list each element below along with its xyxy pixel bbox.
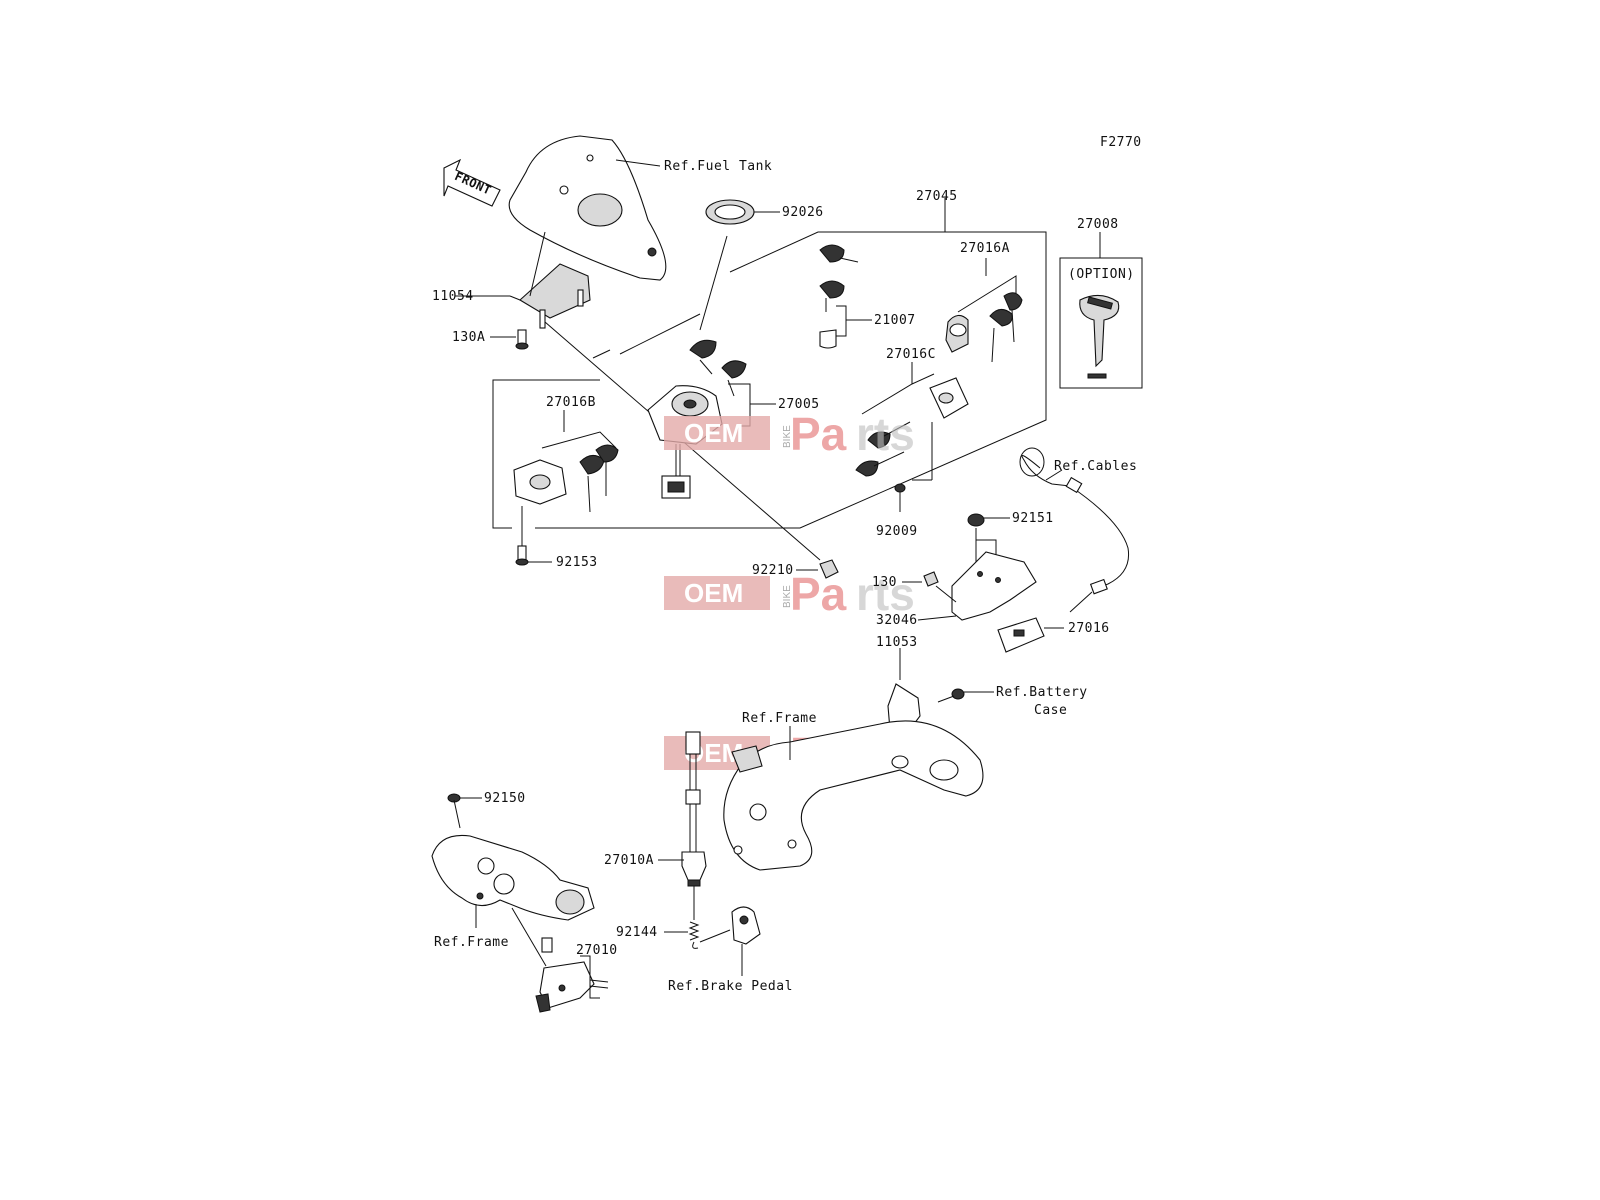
front-arrow-icon: FRONT	[443, 158, 501, 207]
bracket-32046	[951, 551, 1037, 621]
brake-switch-27010	[535, 937, 609, 1013]
fuel-tank-cover	[508, 135, 667, 281]
bracket-11054	[519, 263, 591, 329]
label-case: Case	[1034, 703, 1067, 718]
label-21007: 21007	[874, 313, 916, 328]
lock-cylinder-27016B	[513, 459, 567, 505]
nut-92210	[819, 559, 839, 579]
bolt-92153	[515, 545, 529, 566]
bolt-130	[923, 571, 939, 587]
label-ref-brake-pedal: Ref.Brake Pedal	[668, 979, 793, 994]
label-92009: 92009	[876, 524, 918, 539]
brake-switch-27010A	[681, 731, 707, 887]
svg-text:OEM: OEM	[684, 418, 743, 448]
svg-text:BIKE: BIKE	[782, 585, 793, 608]
grommet-92026	[705, 199, 755, 225]
key-pair-27016B	[579, 444, 619, 513]
lock-cylinder-27016C	[929, 377, 969, 419]
diagram-code: F2770	[1100, 135, 1142, 150]
seat-lock-cable	[1019, 447, 1130, 613]
label-11054: 11054	[432, 289, 474, 304]
brake-pedal-arm	[731, 906, 761, 945]
key-pair-21007	[819, 244, 859, 312]
label-130: 130	[872, 575, 897, 590]
watermark-top: OEM BIKE Pa rts	[664, 408, 915, 460]
svg-text:Pa: Pa	[790, 568, 847, 620]
key-pair-27016C	[855, 421, 911, 477]
svg-text:BIKE: BIKE	[782, 425, 793, 448]
label-27016C: 27016C	[886, 347, 936, 362]
option-box	[1059, 257, 1143, 389]
svg-text:rts: rts	[856, 408, 915, 460]
label-ref-frame-top: Ref.Frame	[742, 711, 817, 726]
label-27016A: 27016A	[960, 241, 1010, 256]
label-27010A: 27010A	[604, 853, 654, 868]
label-ref-fuel-tank: Ref.Fuel Tank	[664, 159, 772, 174]
key-cap-21007	[819, 329, 837, 349]
label-option: (OPTION)	[1068, 267, 1135, 282]
key-pair-27016A	[989, 292, 1023, 363]
label-32046: 32046	[876, 613, 918, 628]
label-92026: 92026	[782, 205, 824, 220]
svg-text:OEM: OEM	[684, 578, 743, 608]
key-pair-27005	[689, 339, 747, 397]
seat-lock-27016	[997, 617, 1045, 653]
watermark-middle: OEM BIKE Pa rts	[664, 568, 915, 620]
bolt-92150	[447, 793, 461, 829]
label-ref-frame-bottom: Ref.Frame	[434, 935, 509, 950]
svg-text:rts: rts	[856, 568, 915, 620]
label-27008: 27008	[1077, 217, 1119, 232]
footrest-bracket	[431, 834, 595, 921]
label-27010: 27010	[576, 943, 618, 958]
label-92150: 92150	[484, 791, 526, 806]
screw-92009	[894, 483, 906, 512]
label-130A: 130A	[452, 330, 485, 345]
bolt-battery-case	[937, 688, 965, 703]
bolt-92151	[967, 513, 985, 527]
lock-cylinder-27016A	[945, 314, 969, 353]
frame-section	[723, 720, 984, 871]
bolt-130A	[515, 329, 529, 350]
label-92144: 92144	[616, 925, 658, 940]
key-blank-icon	[1079, 294, 1120, 379]
label-ref-battery: Ref.Battery	[996, 685, 1088, 700]
svg-text:Pa: Pa	[790, 408, 847, 460]
label-92153: 92153	[556, 555, 598, 570]
label-27045: 27045	[916, 189, 958, 204]
label-27016B: 27016B	[546, 395, 596, 410]
spring-92144	[688, 921, 700, 949]
label-92210: 92210	[752, 563, 794, 578]
label-11053: 11053	[876, 635, 918, 650]
label-27016: 27016	[1068, 621, 1110, 636]
label-27005: 27005	[778, 397, 820, 412]
label-92151: 92151	[1012, 511, 1054, 526]
label-ref-cables: Ref.Cables	[1054, 459, 1137, 474]
